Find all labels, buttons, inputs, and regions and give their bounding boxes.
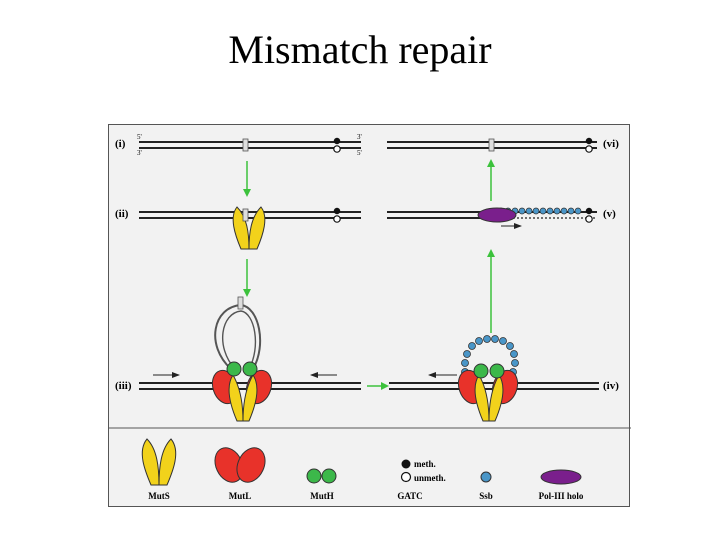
mismatch-icon (242, 138, 249, 152)
step-label-iii: (iii) (115, 380, 132, 392)
legend-label: MutS (148, 491, 170, 501)
strand-end-label: 3' (357, 133, 362, 141)
legend-label: meth. (414, 459, 436, 469)
legend-muth: MutH (306, 468, 337, 501)
step-vi-dna (387, 137, 597, 153)
muts-icon (141, 438, 160, 486)
strand-end-label: 3' (137, 149, 142, 157)
legend-label: GATC (397, 491, 422, 501)
step-label-iv: (iv) (603, 380, 619, 392)
strand-end-label: 5' (357, 149, 362, 157)
legend-label: MutL (229, 491, 252, 501)
unmethylated-icon (400, 471, 412, 483)
page-title: Mismatch repair (228, 27, 492, 72)
muth-icon (306, 468, 322, 484)
strand-end-label: 5' (137, 133, 142, 141)
legend-pol: Pol-III holo (539, 469, 584, 501)
methylated-gatc-icon (333, 137, 341, 145)
methylated-icon (401, 459, 411, 469)
unmethylated-gatc-icon (333, 145, 341, 153)
legend-ssb: Ssb (479, 471, 493, 501)
muts-protein-icon (232, 206, 266, 250)
step-v-dna (387, 207, 597, 229)
figure-canvas: (i) (ii) (iii) (iv) (v) (vi) 5' 3' 3' 5' (109, 133, 631, 501)
step-ii-dna (139, 207, 361, 223)
ssb-icon (480, 471, 492, 483)
legend-muts: MutS (141, 438, 177, 501)
pol-iii-holo-icon (477, 207, 517, 223)
legend-label: Pol-III holo (539, 491, 584, 501)
repair-complex-iv (457, 363, 519, 422)
mismatch-repair-figure: (i) (ii) (iii) (iv) (v) (vi) 5' 3' 3' 5' (108, 124, 631, 507)
legend-label: MutH (310, 491, 334, 501)
pol-iii-holo-icon (540, 469, 582, 485)
legend-gatc: meth. unmeth. GATC (397, 459, 445, 501)
legend-label: unmeth. (414, 473, 446, 483)
legend-mutl: MutL (214, 447, 266, 501)
step-label-ii: (ii) (115, 208, 129, 220)
repair-complex-iii (211, 361, 273, 422)
legend-label: Ssb (479, 491, 493, 501)
step-label-i: (i) (115, 138, 126, 150)
step-label-v: (v) (603, 208, 616, 220)
step-label-vi: (vi) (603, 138, 619, 150)
step-i-dna (139, 137, 361, 153)
